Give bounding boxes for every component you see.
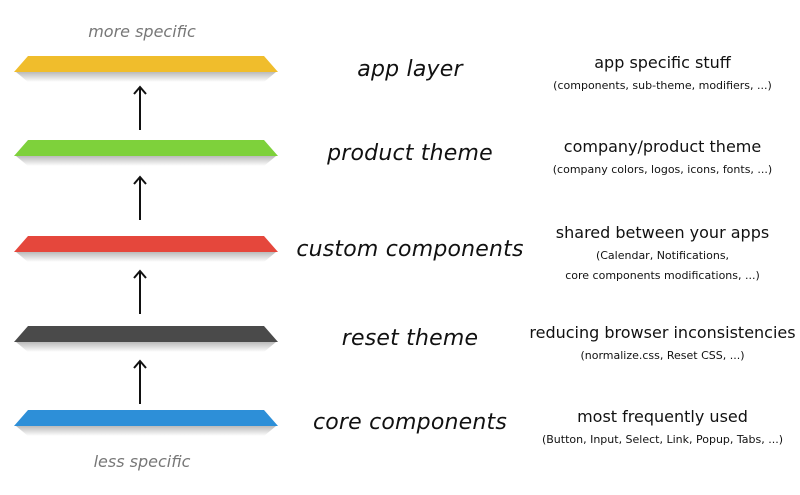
layer-plate bbox=[12, 406, 280, 446]
description-detail: core components modifications, ...) bbox=[565, 269, 760, 282]
layer-name: custom components bbox=[296, 237, 524, 262]
description-detail: (Calendar, Notifications, bbox=[595, 249, 730, 262]
layer-name: core components bbox=[312, 410, 508, 435]
up-arrow-icon bbox=[132, 174, 148, 222]
layer-description: shared between your apps (Calendar, Noti… bbox=[520, 222, 800, 286]
description-title: company/product theme bbox=[563, 137, 762, 156]
layer-custom-components: custom components shared between your ap… bbox=[0, 223, 800, 308]
description-title: reducing browser inconsistencies bbox=[529, 323, 796, 342]
layer-product-theme: product theme company/product theme (com… bbox=[0, 132, 800, 212]
layer-plate bbox=[12, 136, 280, 176]
description-detail: (components, sub-theme, modifiers, ...) bbox=[553, 79, 772, 92]
layer-description: reducing browser inconsistencies (normal… bbox=[520, 322, 800, 366]
layer-plate bbox=[12, 322, 280, 362]
description-title: shared between your apps bbox=[555, 223, 770, 242]
up-arrow-icon bbox=[132, 84, 148, 132]
description-detail: (normalize.css, Reset CSS, ...) bbox=[580, 349, 745, 362]
description-detail: (company colors, logos, icons, fonts, ..… bbox=[552, 163, 773, 176]
layer-description: company/product theme (company colors, l… bbox=[520, 136, 800, 180]
more-specific-label: more specific bbox=[88, 22, 196, 41]
description-title: app specific stuff bbox=[594, 53, 731, 72]
layer-description: app specific stuff (components, sub-them… bbox=[520, 52, 800, 96]
layer-reset-theme: reset theme reducing browser inconsisten… bbox=[0, 318, 800, 398]
less-specific-label: less specific bbox=[93, 452, 191, 471]
up-arrow-icon bbox=[132, 358, 148, 406]
layer-name: app layer bbox=[357, 57, 463, 82]
layer-core-components: core components most frequently used (Bu… bbox=[0, 402, 800, 482]
layer-name: product theme bbox=[327, 141, 493, 166]
layer-plate bbox=[12, 52, 280, 92]
layer-name: reset theme bbox=[341, 326, 479, 351]
description-detail: (Button, Input, Select, Link, Popup, Tab… bbox=[541, 433, 784, 446]
layer-description: most frequently used (Button, Input, Sel… bbox=[520, 406, 800, 450]
layer-app: app layer app specific stuff (components… bbox=[0, 48, 800, 128]
description-title: most frequently used bbox=[577, 407, 748, 426]
layer-plate bbox=[12, 232, 280, 272]
up-arrow-icon bbox=[132, 268, 148, 316]
